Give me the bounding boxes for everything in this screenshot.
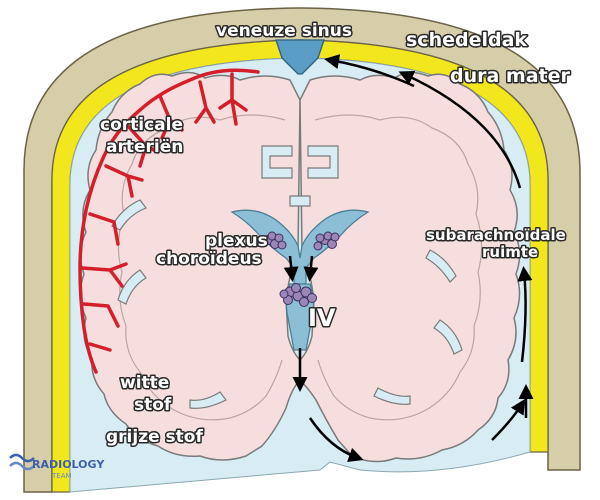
logo-sub: TEAM	[51, 472, 72, 480]
radiology-logo: RADIOLOGY TEAM	[9, 453, 105, 480]
label-white-matter-line1: witte	[120, 373, 169, 393]
logo-name: RADIOLOGY	[32, 458, 105, 471]
cortical-arteries	[78, 68, 260, 374]
sulci	[111, 145, 463, 409]
label-subarachnoid-line2: ruimte	[482, 243, 538, 261]
label-fourth-ventricle: IV	[308, 304, 336, 332]
label-dura-mater: dura mater	[450, 65, 571, 87]
label-venous-sinus: veneuze sinus	[216, 21, 352, 41]
flow-arrows	[283, 54, 534, 463]
label-cortical-arteries-line1: corticale	[100, 115, 183, 135]
label-grey-matter: grijze stof	[106, 427, 203, 447]
label-cortical-arteries-line2: arteriën	[106, 137, 183, 157]
logo-wave-icon	[9, 453, 35, 463]
label-subarachnoid-line1: subarachnoïdale	[426, 226, 566, 244]
label-white-matter-line2: stof	[134, 395, 172, 415]
label-plexus-line2: choroïdeus	[156, 249, 262, 269]
label-plexus-line1: plexus	[205, 231, 268, 251]
venous-sinus	[275, 39, 325, 75]
white-matter-boundary-right	[314, 114, 483, 421]
choroid-plexus	[263, 231, 340, 307]
right-hemisphere	[299, 71, 521, 463]
label-skull: schedeldak	[406, 29, 527, 51]
